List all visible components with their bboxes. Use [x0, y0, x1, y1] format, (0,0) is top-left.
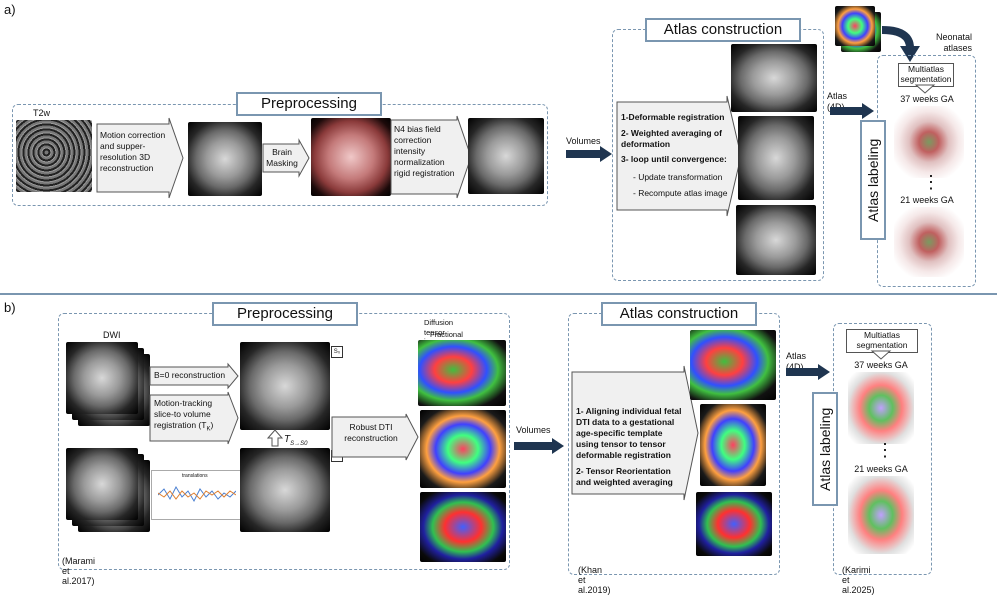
preprocessing-title-a: Preprocessing: [236, 92, 382, 116]
atlas4d-arrow-b: [786, 364, 830, 380]
motion-plot: translations: [151, 470, 241, 520]
motion-tracking-main: Motion-tracking slice-to volume registra…: [154, 398, 213, 430]
panel-a-label: a): [4, 2, 16, 17]
dots-a: ⋮: [922, 172, 940, 192]
neonatal-atlases-label: Neonatal atlases: [935, 32, 972, 53]
volumes-label-b: Volumes: [516, 425, 551, 435]
t-up-arrow: [266, 429, 284, 447]
s0-label: S₀: [331, 346, 343, 358]
neonatal-down-arrow: [881, 26, 922, 62]
multiatlas-down-b: [870, 350, 892, 360]
dti-atlas-coronal: [696, 492, 772, 556]
atlas-37w-label-image: [894, 106, 964, 178]
motion-plot-title: translations: [182, 473, 208, 479]
atlas-step-2-a: 2- Weighted averaging of deformation: [621, 128, 722, 149]
dti-atlas-sagittal: [690, 330, 776, 400]
dti-21w-label-image: [848, 476, 914, 554]
atlas4d-label-b: Atlas (4D): [786, 351, 807, 372]
cite-khan: (Khan et al.2019): [578, 565, 611, 595]
reconstructed-brain-image: [188, 122, 262, 196]
n4-bias-text: N4 bias field correction intensity norma…: [394, 124, 455, 178]
dti-37w-label-image: [848, 372, 914, 444]
atlas-sagittal-image: [731, 44, 817, 112]
dots-b: ⋮: [876, 440, 894, 460]
motion-correction-arrow: Motion correction and supper-resolution …: [96, 117, 184, 199]
week21-label-a: 21 weeks GA: [900, 195, 954, 205]
motion-tracking-text: Motion-tracking slice-to volume registra…: [154, 398, 230, 436]
atlas-coronal-image: [736, 205, 816, 275]
dti-atlas-axial: [700, 404, 766, 486]
atlas-21w-label-image: [894, 207, 964, 277]
dti-sagittal-image: [418, 340, 506, 406]
cite-karimi: (Karimi et al.2025): [842, 565, 875, 595]
robust-dti-arrow: Robust DTI reconstruction: [331, 413, 419, 461]
panel-divider: [0, 293, 997, 295]
atlas-steps-arrow-b: 1- Aligning individual fetal DTI data to…: [571, 365, 699, 501]
b0-recon-text: B=0 reconstruction: [154, 370, 226, 380]
t-label: TS→S0: [284, 434, 307, 447]
b0-recon-arrow: B=0 reconstruction: [149, 362, 239, 390]
atlas-step-3b-a: - Recompute atlas image: [633, 188, 728, 198]
brain-masking-arrow: Brain Masking: [262, 138, 310, 178]
week37-label-a: 37 weeks GA: [900, 94, 954, 104]
neonatal-atlas-stack-front: [835, 6, 875, 46]
preprocessed-brain-image: [468, 118, 544, 194]
motion-correction-text: Motion correction and supper-resolution …: [100, 130, 166, 173]
brain-masking-text: Brain Masking: [266, 147, 298, 168]
b0-reconstruction-image: [240, 342, 330, 430]
dwi-reconstruction-image: [240, 448, 330, 532]
atlas-axial-image: [738, 116, 814, 200]
robust-dti-text: Robust DTI reconstruction: [344, 422, 398, 443]
dti-coronal-image: [420, 492, 506, 562]
week37-label-b: 37 weeks GA: [854, 360, 908, 370]
atlas-steps-arrow-a: 1-Deformable registration 2- Weighted av…: [616, 95, 742, 217]
atlas-step-3a-a: - Update transformation: [633, 172, 723, 182]
t2w-slices-image: [16, 120, 92, 192]
t-sub: S→S0: [290, 441, 308, 447]
atlas-labeling-a: Atlas labeling: [860, 120, 886, 240]
dwi2-stack-front: [66, 448, 138, 520]
masked-brain-image: [311, 118, 391, 196]
atlas-step-2-b: 2- Tensor Reorientation and weighted ave…: [576, 466, 673, 487]
atlas-construction-title-b: Atlas construction: [601, 302, 757, 326]
volumes-arrow-b: [514, 438, 564, 454]
dti-axial-image: [420, 410, 506, 488]
n4-bias-arrow: N4 bias field correction intensity norma…: [390, 115, 472, 199]
multiatlas-down-a: [914, 84, 936, 94]
dwi-label: DWI: [103, 330, 121, 340]
volumes-arrow-a: [566, 146, 612, 162]
motion-tracking-arrow: Motion-tracking slice-to volume registra…: [149, 391, 239, 445]
atlas4d-arrow-a: [830, 103, 874, 119]
cite-marami: (Marami et al.2017): [62, 556, 95, 586]
motion-tracking-sub: K: [206, 426, 211, 433]
multiatlas-box-a: Multiatlas segmentation: [898, 63, 954, 87]
t-main: T: [284, 434, 291, 445]
atlas-step-1-a: 1-Deformable registration: [621, 112, 725, 122]
dwi-stack-front: [66, 342, 138, 414]
preprocessing-title-b: Preprocessing: [212, 302, 358, 326]
atlas-labeling-b: Atlas labeling: [812, 392, 838, 506]
week21-label-b: 21 weeks GA: [854, 464, 908, 474]
motion-tracking-close: ): [210, 420, 214, 430]
atlas-construction-title-a: Atlas construction: [645, 18, 801, 42]
multiatlas-box-b: Multiatlas segmentation: [846, 329, 918, 353]
atlas-step-3-a: 3- loop until convergence:: [621, 154, 727, 164]
panel-b-label: b): [4, 300, 16, 315]
atlas-step-1-b: 1- Aligning individual fetal DTI data to…: [576, 406, 682, 460]
volumes-label-a: Volumes: [566, 136, 601, 146]
